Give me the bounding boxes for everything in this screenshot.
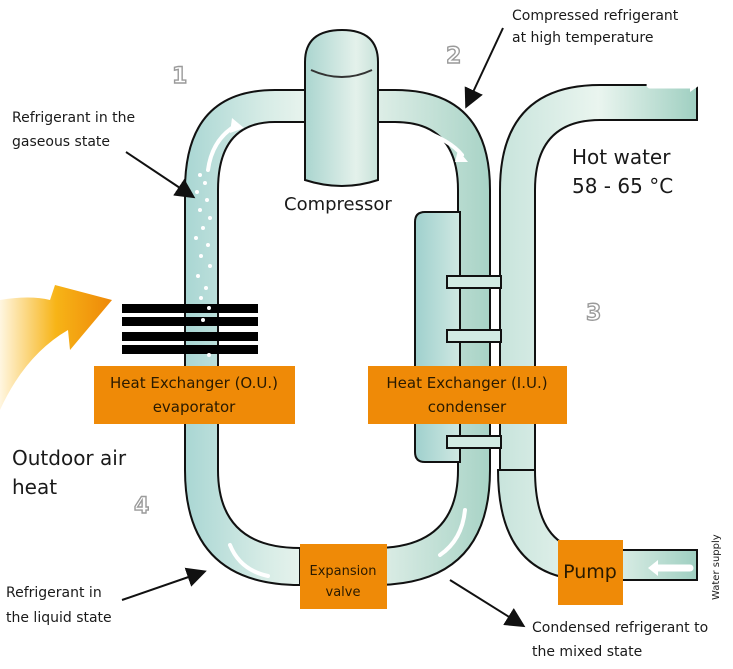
gaseous-label-line1: Refrigerant in the [12, 110, 135, 126]
condenser-label-line2: condenser [428, 398, 507, 416]
step-4: 4 [134, 494, 149, 519]
pump-box [558, 540, 623, 605]
liquid-label-line1: Refrigerant in [6, 585, 102, 601]
expansion-valve-box [300, 544, 387, 609]
compressed-label-line1: Compressed refrigerant [512, 8, 679, 24]
evaporator-label-line2: evaporator [153, 398, 236, 416]
flow-arrowheads [230, 78, 700, 576]
water-supply-label: Water supply [711, 534, 722, 600]
evaporator-label-line1: Heat Exchanger (O.U.) [110, 374, 278, 392]
mixed-label-line1: Condensed refrigerant to [532, 620, 708, 636]
compressed-label-line2: at high temperature [512, 30, 654, 46]
hot-water-label-line1: Hot water [572, 145, 671, 169]
condenser-fins [446, 275, 502, 449]
step-1: 1 [172, 64, 187, 89]
compressor [304, 28, 379, 187]
liquid-label-line2: the liquid state [6, 610, 112, 626]
outdoor-heat-arrow [0, 285, 112, 410]
step-2: 2 [446, 44, 461, 69]
outdoor-air-label-line2: heat [12, 475, 57, 499]
water-supply-pipe [496, 469, 698, 581]
compressor-label: Compressor [284, 194, 392, 215]
flow-arrows [206, 81, 694, 578]
expansion-valve-label-line2: valve [326, 585, 361, 600]
step-3: 3 [586, 301, 601, 326]
condenser-label-line1: Heat Exchanger (I.U.) [386, 374, 547, 392]
evaporator-fins [122, 304, 258, 354]
pointer-arrows [121, 27, 526, 628]
mixed-label-line2: the mixed state [532, 644, 642, 660]
pump-label: Pump [563, 561, 617, 583]
evaporator-box [94, 366, 295, 424]
expansion-valve-label-line1: Expansion [310, 564, 377, 579]
hot-water-label-line2: 58 - 65 °C [572, 174, 673, 198]
condenser-box [368, 366, 567, 424]
gaseous-label-line2: gaseous state [12, 134, 110, 150]
gas-bubbles [194, 173, 212, 357]
outdoor-air-label-line1: Outdoor air [12, 446, 127, 470]
